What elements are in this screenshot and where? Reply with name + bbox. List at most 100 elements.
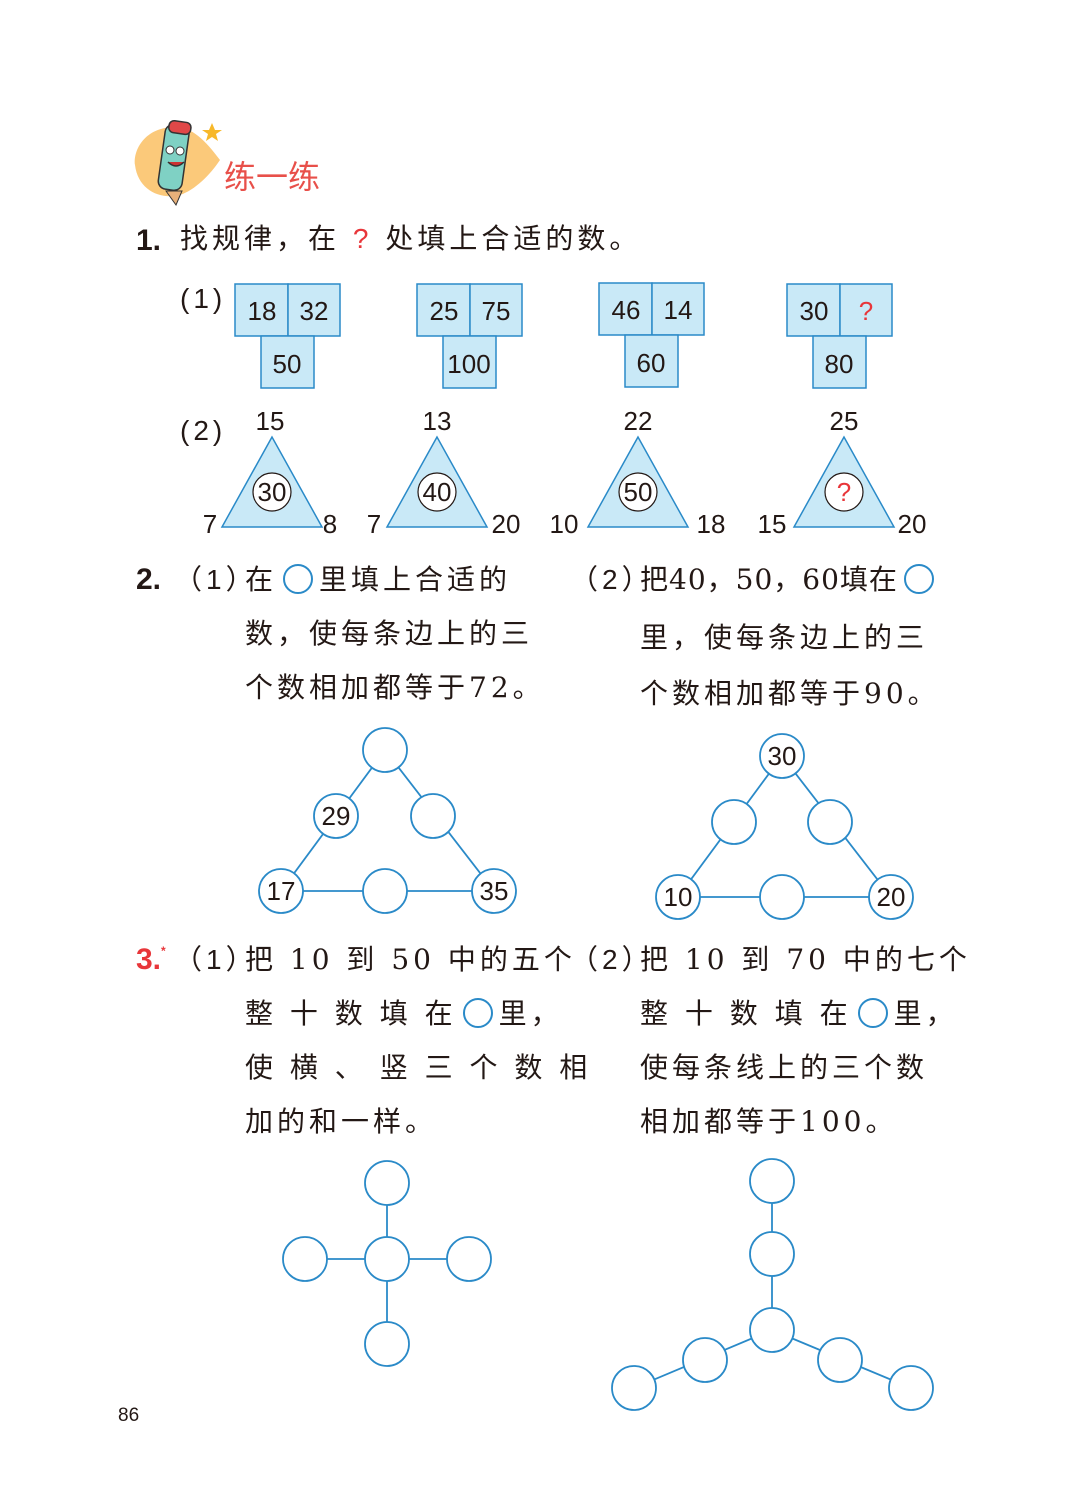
node-circle[interactable] [749, 1231, 795, 1277]
node-circle[interactable] [282, 1236, 328, 1282]
q1-diagrams: 18 32 50 25 75 100 46 14 60 30 ? 80 30 1… [203, 282, 927, 539]
box-left: 18 [248, 296, 277, 326]
text: 把40，50，60填在 [640, 563, 898, 596]
q3-part1-line4: 加的和一样。 [245, 1105, 438, 1138]
part-1-label: （1） [174, 944, 258, 975]
node-circle[interactable] [611, 1365, 657, 1411]
node-circle[interactable] [868, 874, 914, 920]
q3-part1-line2: 整 十 数 填 在 里， [245, 997, 563, 1031]
node-circle[interactable] [313, 793, 359, 839]
number-triangle: ? 25 15 20 [758, 406, 927, 539]
triangle-top: 25 [830, 406, 859, 436]
text: 里， [893, 997, 958, 1030]
box-bottom: 100 [447, 349, 490, 379]
node-value: 30 [768, 741, 797, 771]
node-circle[interactable] [888, 1365, 934, 1411]
box-group: 25 75 100 [416, 283, 523, 389]
q2-part1-line2: 数，使每条边上的三 [245, 617, 534, 650]
page-number: 86 [118, 1405, 140, 1426]
node-circle[interactable] [711, 799, 757, 845]
circle-symbol [857, 998, 888, 1028]
q3-part2-line4: 相加都等于100。 [640, 1105, 898, 1138]
box-bottom: 80 [825, 349, 854, 379]
node-circle[interactable] [364, 1236, 410, 1282]
text: 里填上合适的 [319, 563, 512, 596]
node-circle[interactable] [364, 1321, 410, 1367]
instruction-text: 找规律，在 [180, 222, 341, 255]
question-mark-symbol: ? [352, 223, 373, 254]
box-left: 25 [430, 296, 459, 326]
node-value: 35 [480, 876, 509, 906]
box-group: 46 14 60 [598, 282, 705, 388]
node-circle[interactable] [362, 727, 408, 773]
question-3-number: 3.* [136, 943, 166, 977]
triangle-center: 30 [258, 477, 287, 507]
text: 整 十 数 填 在 [245, 997, 457, 1030]
question-1-instruction: 找规律，在 ? 处填上合适的数。 [180, 222, 641, 256]
q2-part2-line2: 里，使每条边上的三 [640, 621, 929, 654]
q3-part1-line1: 把 10 到 50 中的五个 [245, 943, 576, 976]
node-circle[interactable] [807, 799, 853, 845]
q3-part2-line1: 把 10 到 70 中的七个 [640, 943, 971, 976]
triangle-left: 15 [758, 509, 787, 539]
box-right-unknown: ? [859, 296, 873, 326]
number-triangle: 30 15 7 8 [203, 406, 337, 539]
box-right: 32 [300, 296, 329, 326]
triangle-left: 10 [550, 509, 579, 539]
q2-part2-line1: 把40，50，60填在 [640, 563, 940, 597]
cross-diagram [282, 1160, 492, 1367]
box-group: 30 ? 80 [786, 283, 893, 389]
triangle-center: 40 [423, 477, 452, 507]
q3-diagrams [282, 1158, 934, 1411]
q3-part1-line3: 使 横 、 竖 三 个 数 相 [245, 1051, 592, 1084]
triangle-top: 22 [624, 406, 653, 436]
question-1-number: 1. [136, 224, 162, 257]
node-circle[interactable] [749, 1307, 795, 1353]
node-circle[interactable] [258, 868, 304, 914]
part-2-label: （2） [570, 944, 654, 975]
triangle-diagram-left: 29 17 35 [258, 727, 517, 914]
node-circle[interactable] [682, 1337, 728, 1383]
box-bottom: 50 [273, 349, 302, 379]
part-1-label: （1） [174, 564, 258, 595]
triangle-center: 50 [624, 477, 653, 507]
optional-star: * [161, 944, 166, 958]
node-circle[interactable] [364, 1160, 410, 1206]
node-value: 20 [877, 882, 906, 912]
pencil-mascot-icon [134, 119, 222, 207]
node-circle[interactable] [410, 793, 456, 839]
node-circle[interactable] [362, 868, 408, 914]
text: 在 [245, 563, 278, 596]
box-left: 46 [612, 295, 641, 325]
node-circle[interactable] [759, 733, 805, 779]
part-2-label: (2) [180, 415, 227, 446]
node-circle[interactable] [817, 1337, 863, 1383]
node-circle[interactable] [749, 1158, 795, 1204]
box-right: 14 [664, 295, 693, 325]
q2-part1-line1: 在 里填上合适的 [245, 563, 511, 597]
instruction-text: 处填上合适的数。 [385, 222, 642, 255]
triangle-right: 20 [492, 509, 521, 539]
q3-part2-line3: 使每条线上的三个数 [640, 1051, 929, 1084]
triangle-top: 15 [256, 406, 285, 436]
part-1-label: (1) [180, 283, 227, 314]
circle-symbol [283, 564, 314, 594]
q2-diagrams: 29 17 35 30 10 20 [258, 727, 914, 920]
triangle-center-unknown: ? [837, 477, 851, 507]
part-2-label: （2） [570, 564, 654, 595]
node-circle[interactable] [759, 874, 805, 920]
triangle-right: 18 [697, 509, 726, 539]
y-shape-diagram [611, 1158, 934, 1411]
number-triangle: 50 22 10 18 [550, 406, 726, 539]
triangle-diagram-right: 30 10 20 [655, 733, 914, 920]
box-right: 75 [482, 296, 511, 326]
node-circle[interactable] [471, 868, 517, 914]
number: 3. [136, 943, 162, 976]
node-circle[interactable] [446, 1236, 492, 1282]
triangle-right: 20 [898, 509, 927, 539]
circle-symbol [462, 998, 493, 1028]
question-2-number: 2. [136, 563, 162, 596]
text: 里， [498, 997, 563, 1030]
node-circle[interactable] [655, 874, 701, 920]
box-bottom: 60 [637, 348, 666, 378]
